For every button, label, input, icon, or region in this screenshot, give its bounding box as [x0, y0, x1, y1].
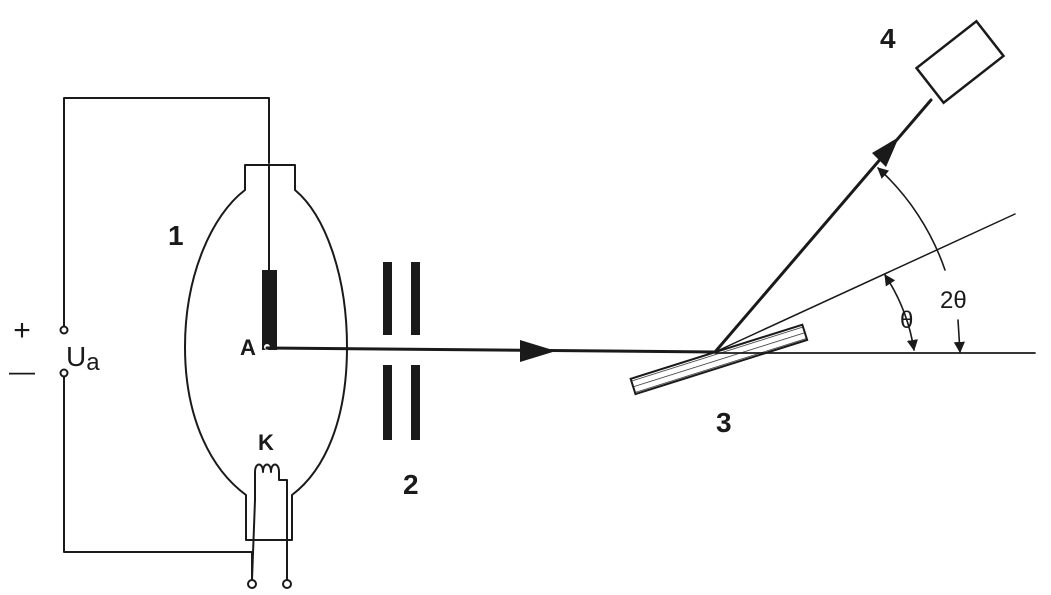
cathode-label: K — [258, 430, 274, 455]
detector — [914, 19, 1006, 105]
two-theta-arc-lower — [953, 319, 965, 354]
collimator-slits: 2 — [383, 262, 420, 500]
slits-number-label: 2 — [403, 469, 419, 500]
cathode-terminal-left — [247, 579, 257, 589]
two-theta-arc-upper — [877, 167, 946, 271]
circuit-wire-top — [63, 97, 270, 331]
angle-two-theta: 2θ — [877, 167, 967, 354]
minus-sign: — — [9, 356, 35, 386]
circuit-wire-bottom — [63, 372, 253, 581]
detector-number-label: 4 — [880, 23, 896, 54]
positive-terminal — [59, 325, 69, 335]
crystal-plate — [629, 323, 809, 396]
x-ray-tube: A K 1 — [168, 164, 348, 589]
power-circuit: + — Ua — [9, 97, 270, 581]
crystal-number-label: 3 — [716, 407, 732, 438]
incident-beam-arrow — [520, 340, 556, 362]
tube-number-label: 1 — [168, 220, 184, 251]
anode-electrode — [262, 270, 277, 350]
diffracted-beam-arrow — [872, 137, 899, 167]
negative-terminal — [59, 368, 69, 378]
theta-label: θ — [900, 307, 913, 334]
detector-box — [914, 19, 1006, 105]
diffracted-beam — [713, 98, 933, 354]
voltage-symbol: U — [66, 341, 86, 372]
voltage-subscript: a — [86, 349, 100, 376]
voltage-label: Ua — [66, 341, 100, 376]
incident-beam-line — [265, 346, 717, 354]
theta-arc — [884, 274, 918, 352]
slit-upper-left — [383, 262, 392, 335]
cathode-filament — [254, 463, 288, 581]
tube-envelope — [184, 164, 348, 541]
slit-lower-right — [411, 365, 420, 440]
incident-beam — [265, 340, 717, 362]
plus-sign: + — [13, 314, 31, 347]
cathode-lead — [251, 499, 256, 581]
angle-theta: θ — [884, 274, 918, 352]
two-theta-label: 2θ — [940, 287, 967, 314]
cathode-terminal-right — [282, 579, 292, 589]
crystal-plane-line — [714, 213, 1016, 353]
slit-lower-left — [383, 365, 392, 440]
crystal — [629, 323, 809, 396]
slit-upper-right — [411, 262, 420, 335]
anode-label: A — [240, 335, 256, 360]
